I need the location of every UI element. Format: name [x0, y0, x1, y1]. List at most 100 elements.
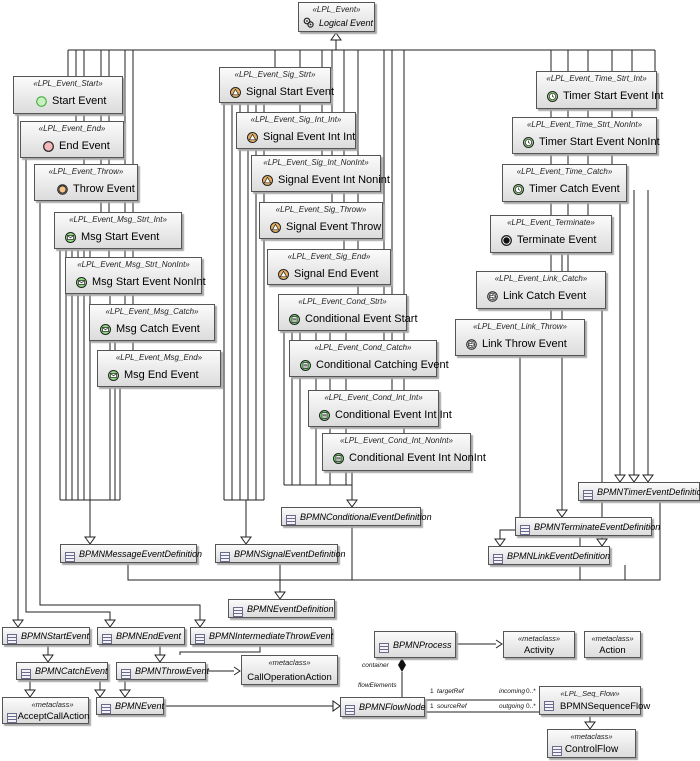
start-stereotype: «LPL_Event_Start» [33, 79, 103, 88]
bpmn-end-event-class-node[interactable]: BPMNEndEvent [97, 627, 185, 645]
clock-icon [523, 136, 534, 148]
bpmn-timer-def-class-node[interactable]: BPMNTimerEventDefinition [578, 482, 700, 501]
link-icon [466, 338, 477, 350]
sig-nonint-event-node[interactable]: «LPL_Event_Sig_Int_NonInt»Signal Event I… [251, 155, 390, 192]
class-icon [544, 701, 555, 712]
msg-start-name: Msg Start Event [81, 231, 160, 243]
msg-end-event-node[interactable]: «LPL_Event_Msg_End» Msg End Event [97, 350, 221, 387]
msg-start-nonint-event-node[interactable]: «LPL_Event_Msg_Strt_NonInt» Msg Start Eve… [65, 257, 206, 294]
action-stereotype: «metaclass» [591, 634, 634, 643]
sig-end-event-node[interactable]: «LPL_Event_Sig_End»Signal End Event [267, 249, 391, 285]
triangle-icon [262, 174, 273, 186]
cond-catch-stereotype: «LPL_Event_Cond_Catch» [314, 343, 412, 352]
bpmn-conditional-def-name: BPMNConditionalEventDefinition [300, 511, 432, 522]
bpmn-message-def-class-node[interactable]: BPMNMessageEventDefinition [60, 544, 202, 563]
link-catch-event-node[interactable]: «LPL_Event_Link_Catch»Link Catch Event [476, 271, 606, 309]
msg-end-name: Msg End Event [124, 369, 199, 381]
class-icon [379, 640, 389, 653]
bpmn-timer-def-name: BPMNTimerEventDefinition [597, 486, 700, 497]
cond-int-event-node[interactable]: «LPL_Event_Cond_Int_Int»Conditional Even… [308, 390, 452, 427]
control-flow-class-node[interactable]: «metaclass» ControlFlow [547, 729, 636, 758]
bpmn-intermediate-throw-class-node[interactable]: BPMNIntermediateThrowEvent [190, 627, 333, 645]
bpmn-event-def-class-node[interactable]: BPMNEventDefinition [228, 599, 335, 618]
msg-end-stereotype: «LPL_Event_Msg_End» [115, 353, 203, 362]
terminate-name: Terminate Event [517, 234, 597, 246]
activity-metaclass-node[interactable]: «metaclass» Activity [503, 631, 575, 658]
accept-call-action-node[interactable]: «metaclass» AcceptCallAction [2, 697, 89, 724]
generalization-arrowhead [274, 591, 286, 600]
sig-start-event-node[interactable]: «LPL_Event_Sig_Strt»Signal Start Event [219, 67, 334, 103]
sig-int-stereotype: «LPL_Event_Sig_Int_Int» [250, 115, 342, 124]
timer-start-nonint-stereotype: «LPL_Event_Time_Strt_NonInt» [526, 120, 643, 129]
sig-int-event-node[interactable]: «LPL_Event_Sig_Int_Int»Signal Event Int … [236, 112, 356, 149]
bpmn-flow-node-class-node[interactable]: BPMNFlowNode [340, 697, 426, 717]
cond-nonint-event-node[interactable]: «LPL_Event_Cond_Int_NonInt»Conditional E… [322, 433, 486, 471]
msg-catch-stereotype: «LPL_Event_Msg_Catch» [105, 307, 199, 316]
terminate-stereotype: «LPL_Event_Terminate» [507, 218, 595, 227]
sig-throw-event-node[interactable]: «LPL_Event_Sig_Throw»Signal Event Throw [259, 202, 383, 239]
bpmn-start-event-class-node[interactable]: BPMNStartEvent [2, 627, 90, 645]
generalization-arrowhead [42, 654, 54, 663]
clock-icon [547, 90, 558, 102]
control-flow-stereotype: «metaclass» [570, 732, 613, 741]
logical-event-node[interactable]: «LPL_Event» Logical Event [298, 2, 375, 32]
bpmn-throw-event-class-node[interactable]: BPMNThrowEvent [116, 662, 209, 680]
timer-start-event-node[interactable]: «LPL_Event_Time_Strt_Int»Timer Start Eve… [536, 71, 663, 109]
call-operation-action-node[interactable]: «metaclass» CallOperationAction [241, 655, 338, 685]
bpmn-conditional-def-class-node[interactable]: BPMNConditionalEventDefinition [281, 507, 432, 526]
terminate-event-node[interactable]: «LPL_Event_Terminate» Terminate Event [490, 215, 612, 253]
source-mult-label: 1 [430, 703, 434, 710]
generalization-arrowhead [240, 536, 252, 545]
cond-catch-event-node[interactable]: «LPL_Event_Cond_Catch»Conditional Catchi… [289, 340, 449, 377]
extension-arrowhead [495, 639, 503, 649]
cond-nonint-name: Conditional Event Int NonInt [349, 452, 486, 464]
activity-stereotype: «metaclass» [517, 634, 561, 643]
msg-catch-event-node[interactable]: «LPL_Event_Msg_Catch»Msg Catch Event [89, 304, 215, 341]
msg-start-nonint-name: Msg Start Event NonInt [92, 276, 206, 288]
generalization-arrowhead [628, 474, 640, 483]
sequence-flow-name: BPMNSequenceFlow [560, 701, 651, 712]
class-icon [286, 512, 296, 525]
cond-start-event-node[interactable]: «LPL_Event_Cond_Strt»Conditional Event S… [278, 294, 418, 331]
outgoing-label: outgoing [499, 703, 524, 710]
triangle-icon [247, 131, 258, 143]
msg-start-nonint-stereotype: «LPL_Event_Msg_Strt_NonInt» [77, 260, 190, 269]
timer-catch-event-node[interactable]: «LPL_Event_Time_Catch»Timer Catch Event [502, 164, 627, 202]
bpmn-event-class-node[interactable]: BPMNEvent [96, 697, 164, 715]
action-name: Action [599, 645, 626, 656]
sig-throw-stereotype: «LPL_Event_Sig_Throw» [275, 205, 367, 214]
control-flow-name: ControlFlow [564, 744, 619, 755]
bpmn-link-def-name: BPMNLinkEventDefinition [507, 550, 611, 561]
sig-end-name: Signal End Event [294, 268, 379, 280]
class-icon [195, 631, 205, 644]
condition-icon [333, 452, 344, 464]
bpmn-process-class-node[interactable]: BPMNProcess [374, 631, 456, 658]
class-icon [345, 702, 355, 715]
bpmn-link-def-class-node[interactable]: BPMNLinkEventDefinition [488, 546, 610, 565]
generalization-arrowhead [84, 536, 96, 545]
bpmn-terminate-def-class-node[interactable]: BPMNTerminateEventDefinition [515, 517, 660, 536]
bpmn-catch-event-class-node[interactable]: BPMNCatchEvent [16, 662, 108, 680]
envelope-icon [65, 231, 76, 243]
cond-int-name: Conditional Event Int Int [335, 409, 452, 421]
activity-name: Activity [523, 645, 555, 656]
start-event-node[interactable]: «LPL_Event_Start» Start Event [13, 76, 123, 114]
link-catch-stereotype: «LPL_Event_Link_Catch» [494, 274, 588, 283]
bpmn-event-def-name: BPMNEventDefinition [247, 603, 334, 614]
throw-event-node[interactable]: «LPL_Event_Throw»Throw Event [34, 164, 138, 201]
start-name: Start Event [52, 95, 107, 107]
msg-start-event-node[interactable]: «LPL_Event_Msg_Strt_Int»Msg Start Event [54, 212, 182, 249]
bpmn-signal-def-class-node[interactable]: BPMNSignalEventDefinition [215, 544, 346, 563]
class-icon [493, 551, 503, 564]
sequence-flow-node[interactable]: «LPL_Seq_Flow» BPMNSequenceFlow [539, 686, 650, 715]
class-icon [520, 522, 530, 535]
action-metaclass-node[interactable]: «metaclass» Action [584, 631, 641, 658]
end-event-node[interactable]: «LPL_Event_End»End Event [20, 121, 124, 158]
link-throw-event-node[interactable]: «LPL_Event_Link_Throw»Link Throw Event [455, 319, 585, 356]
timer-start-nonint-event-node[interactable]: «LPL_Event_Time_Strt_NonInt»Timer Start … [512, 117, 660, 154]
condition-icon [289, 313, 300, 325]
connector-66 [39, 201, 201, 620]
timer-start-stereotype: «LPL_Event_Time_Strt_Int» [546, 74, 647, 83]
gears-icon [303, 17, 314, 28]
class-icon [21, 666, 31, 679]
